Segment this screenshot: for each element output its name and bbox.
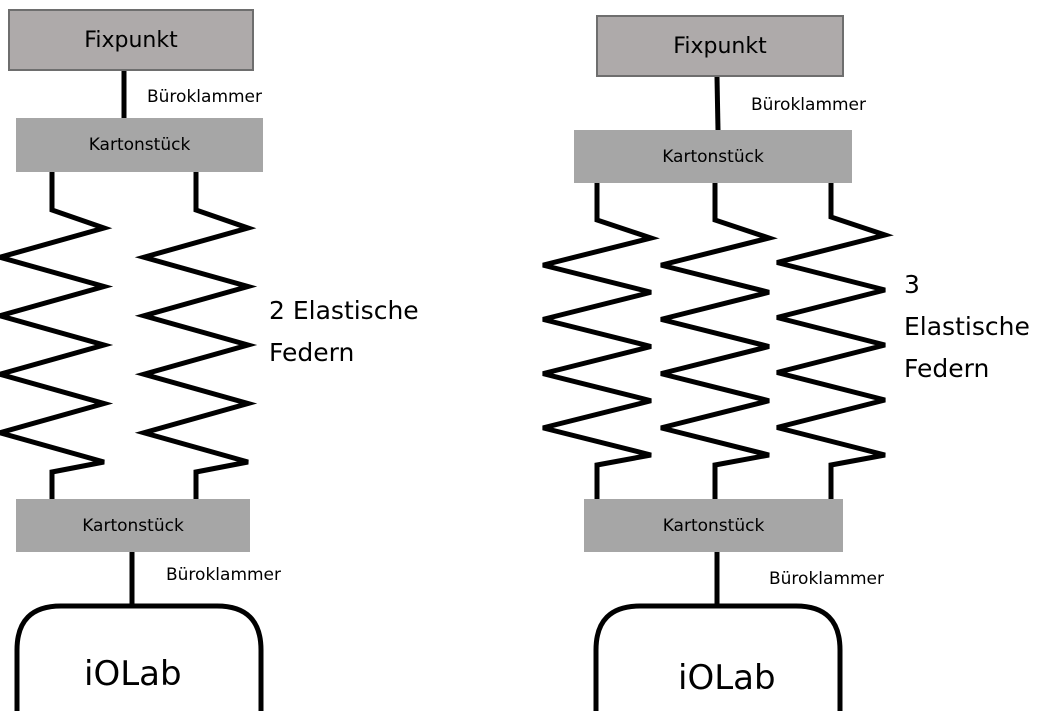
left-spring-2 bbox=[134, 172, 258, 499]
left-iolab-outline bbox=[14, 603, 264, 711]
right-spring-3 bbox=[776, 183, 894, 499]
left-springs-label-line1: 2 Elastische bbox=[269, 296, 419, 325]
right-springs-label: 3 Elastische Federn bbox=[904, 264, 1030, 390]
right-karton-bottom: Kartonstück bbox=[584, 499, 843, 552]
right-karton-top: Kartonstück bbox=[574, 130, 852, 183]
right-iolab-label: iOLab bbox=[678, 658, 776, 698]
right-springs-label-line3: Federn bbox=[904, 354, 990, 383]
left-karton-bottom-label: Kartonstück bbox=[82, 515, 184, 536]
right-springs-label-line2: Elastische bbox=[904, 312, 1030, 341]
right-spring-2 bbox=[660, 183, 778, 499]
right-fixpunkt-box: Fixpunkt bbox=[596, 15, 844, 77]
left-fixpunkt-box: Fixpunkt bbox=[8, 9, 254, 71]
right-spring-1 bbox=[542, 183, 660, 499]
right-karton-top-label: Kartonstück bbox=[662, 146, 764, 167]
right-karton-bottom-label: Kartonstück bbox=[662, 515, 765, 536]
left-karton-top: Kartonstück bbox=[16, 118, 263, 172]
left-spring-1 bbox=[0, 172, 114, 499]
right-bottom-clip-label: Büroklammer bbox=[769, 569, 885, 589]
right-springs-label-line1: 3 bbox=[904, 270, 920, 299]
left-fixpunkt-label: Fixpunkt bbox=[84, 27, 178, 53]
left-springs-label: 2 Elastische Federn bbox=[269, 290, 419, 374]
left-top-clip-label: Büroklammer bbox=[147, 87, 263, 107]
right-fixpunkt-label: Fixpunkt bbox=[673, 33, 767, 59]
left-karton-bottom: Kartonstück bbox=[16, 499, 250, 552]
right-top-clip-line bbox=[714, 76, 721, 131]
right-iolab-outline bbox=[593, 603, 843, 711]
left-iolab-label: iOLab bbox=[84, 654, 182, 694]
left-bottom-clip-label: Büroklammer bbox=[166, 565, 282, 585]
left-karton-top-label: Kartonstück bbox=[88, 135, 191, 155]
left-springs-label-line2: Federn bbox=[269, 338, 355, 367]
right-top-clip-label: Büroklammer bbox=[751, 95, 867, 115]
